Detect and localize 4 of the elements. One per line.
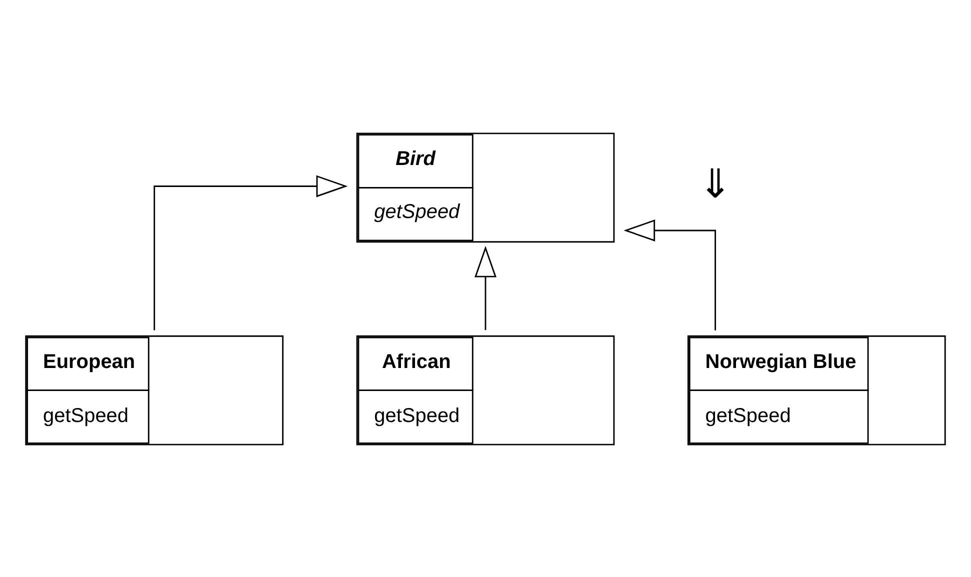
label: ⇓ bbox=[698, 162, 732, 206]
arrow bbox=[474, 245, 496, 330]
arrow bbox=[154, 174, 348, 330]
arrow bbox=[624, 218, 716, 330]
